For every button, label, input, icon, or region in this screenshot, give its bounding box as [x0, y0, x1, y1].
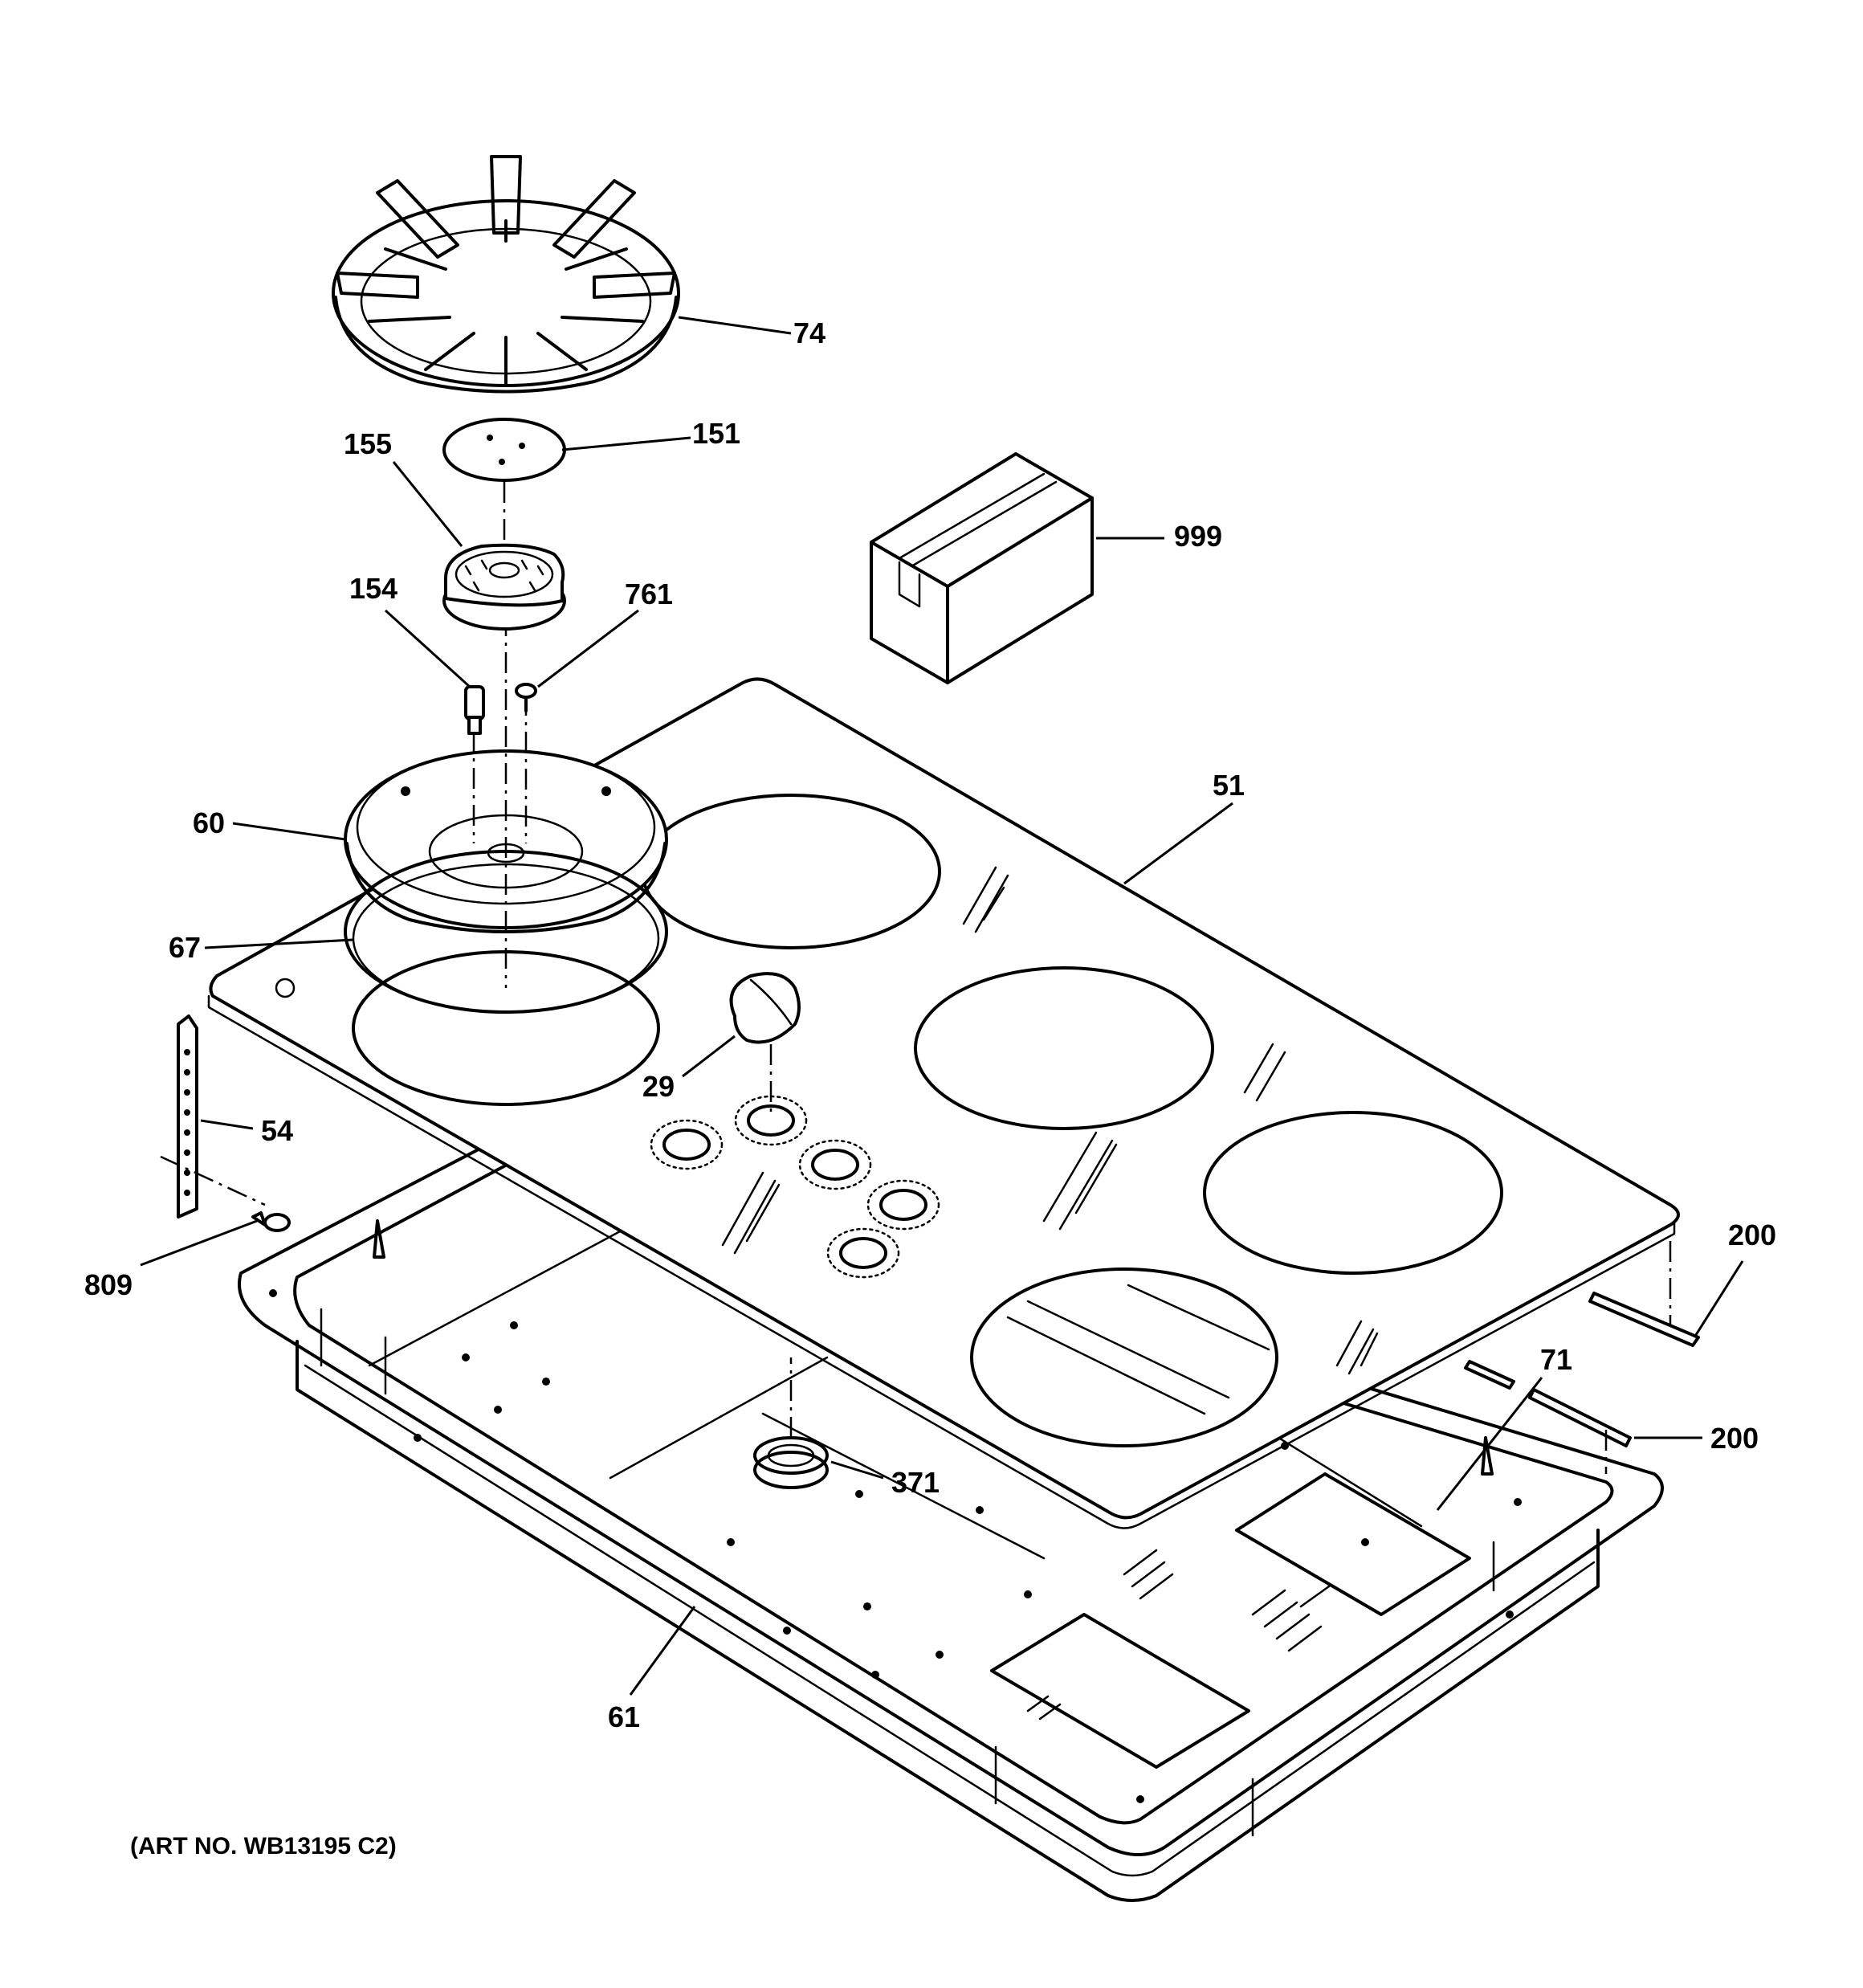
callout-155: 155 [344, 427, 392, 460]
part-809-screw [251, 1211, 291, 1232]
callout-71: 71 [1540, 1343, 1572, 1376]
part-29-knob [729, 972, 801, 1116]
callout-67: 67 [169, 931, 201, 964]
part-155-burner-head [442, 543, 566, 631]
callout-200-upper: 200 [1728, 1219, 1776, 1251]
part-999-literature-box [870, 452, 1094, 684]
part-200-trim-strip-upper [1588, 1241, 1700, 1347]
control-dials [650, 1095, 940, 1279]
leader-lines [140, 316, 1744, 1696]
callout-61: 61 [608, 1700, 640, 1733]
callout-200-lower: 200 [1710, 1422, 1759, 1455]
part-54-bracket [160, 1014, 266, 1219]
callout-761: 761 [625, 578, 673, 610]
part-154-electrode [464, 685, 485, 735]
callout-54: 54 [261, 1114, 293, 1147]
callout-60: 60 [193, 806, 225, 839]
element-opening-center [914, 966, 1214, 1130]
part-151-burner-cap [442, 418, 566, 542]
art-number: (ART NO. WB13195 C2) [130, 1833, 397, 1859]
part-761-screw [515, 683, 537, 712]
callout-labels: 74 151 155 154 761 999 51 60 67 29 54 80… [84, 316, 1776, 1859]
callout-29: 29 [642, 1070, 675, 1103]
part-200-trim-strip-lower [1464, 1360, 1632, 1474]
element-opening-right-front [970, 1268, 1278, 1447]
part-74-grate [332, 155, 680, 394]
callout-51: 51 [1213, 769, 1245, 802]
callout-371: 371 [891, 1466, 940, 1499]
callout-999: 999 [1174, 520, 1222, 553]
element-opening-right-rear [1203, 1111, 1503, 1275]
callout-151: 151 [692, 417, 740, 450]
callout-74: 74 [793, 316, 826, 349]
callout-154: 154 [349, 572, 397, 605]
callout-809: 809 [84, 1268, 132, 1301]
part-371-grommet [753, 1357, 829, 1489]
